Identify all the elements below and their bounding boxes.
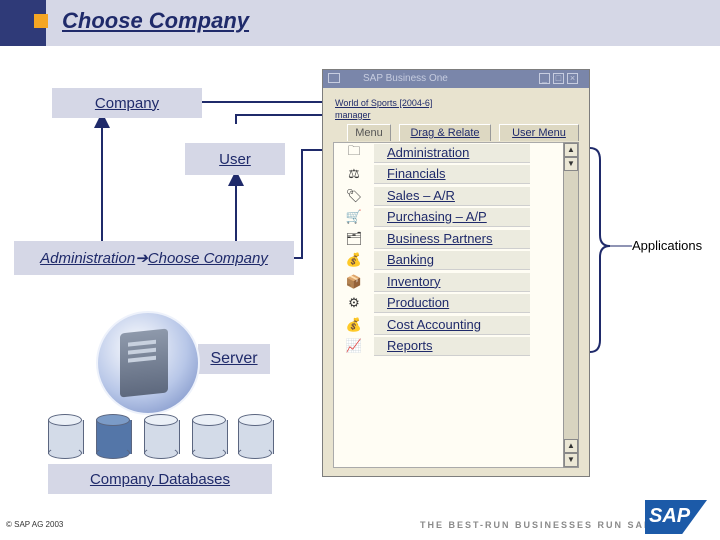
current-user-name[interactable]: manager <box>335 110 371 120</box>
company-databases-label: Company Databases <box>90 471 230 488</box>
trend-icon: 📈 <box>334 338 374 354</box>
menu-item-administration[interactable]: 🗀 Administration <box>334 143 530 163</box>
scroll-up-bottom-icon[interactable]: ▲ <box>564 439 578 453</box>
sap-window: SAP Business One _ □ × World of Sports [… <box>322 69 590 477</box>
scroll-down-icon[interactable]: ▼ <box>564 453 578 467</box>
database-icon <box>192 414 226 458</box>
menu-item-label: Administration <box>387 145 469 160</box>
scales-icon: ⚖ <box>334 166 374 182</box>
scroll-down-small-icon[interactable]: ▼ <box>564 157 578 171</box>
admin-to-window-line <box>294 150 322 258</box>
menu-item-financials[interactable]: ⚖ Financials <box>334 164 530 184</box>
scroll-up-icon[interactable]: ▲ <box>564 143 578 157</box>
menu-scrollbar[interactable]: ▲ ▼ ▲ ▼ <box>563 142 579 468</box>
tab-user-menu-label: User Menu <box>512 127 566 139</box>
admin-icon: 🗀 <box>334 142 374 164</box>
applications-label: Applications <box>632 238 702 253</box>
menu-item-inventory[interactable]: 📦 Inventory <box>334 272 530 292</box>
menu-item-label: Financials <box>387 166 446 181</box>
admin-path-suffix: Choose Company <box>148 250 268 267</box>
database-icon-selected <box>96 414 130 458</box>
window-title: SAP Business One <box>363 73 448 84</box>
user-label: User <box>219 151 251 168</box>
user-name-line <box>236 115 322 124</box>
tab-drag-relate-label: Drag & Relate <box>410 127 479 139</box>
menu-item-business-partners[interactable]: 🗂 Business Partners <box>334 229 530 249</box>
boxes-icon: 📦 <box>334 274 374 290</box>
cart-icon: 🛒 <box>334 209 374 225</box>
server-label-box: Server <box>198 344 270 374</box>
applications-brace <box>590 148 610 352</box>
menu-item-reports[interactable]: 📈 Reports <box>334 336 530 356</box>
menu-item-sales[interactable]: 🏷 Sales – A/R <box>334 186 530 206</box>
maximize-icon[interactable]: □ <box>553 73 564 84</box>
window-icon <box>328 73 340 83</box>
close-icon[interactable]: × <box>567 73 578 84</box>
server-label: Server <box>210 350 257 368</box>
minimize-icon[interactable]: _ <box>539 73 550 84</box>
menu-item-label: Inventory <box>387 274 440 289</box>
menu-item-label: Sales – A/R <box>387 188 455 203</box>
coins-icon: 💰 <box>334 252 374 268</box>
copyright-text: © SAP AG 2003 <box>6 520 63 529</box>
folder-icon: 🗂 <box>334 231 374 247</box>
menu-item-production[interactable]: ⚙ Production <box>334 293 530 313</box>
tag-icon: 🏷 <box>334 188 374 204</box>
tab-user-menu[interactable]: User Menu <box>499 124 579 141</box>
database-icon <box>238 414 272 458</box>
menu-item-label: Reports <box>387 338 433 353</box>
menu-item-cost-accounting[interactable]: 💰 Cost Accounting <box>334 315 530 335</box>
menu-item-purchasing[interactable]: 🛒 Purchasing – A/P <box>334 207 530 227</box>
menu-item-label: Business Partners <box>387 231 493 246</box>
company-databases-box: Company Databases <box>48 464 272 494</box>
user-label-box: User <box>185 143 285 175</box>
gears-icon: ⚙ <box>334 295 374 311</box>
menu-item-label: Purchasing – A/P <box>387 209 487 224</box>
menu-item-label: Banking <box>387 252 434 267</box>
tab-drag-relate[interactable]: Drag & Relate <box>399 124 491 141</box>
admin-path-box: Administration ➔Choose Company <box>14 241 294 275</box>
database-icon <box>48 414 82 458</box>
sap-logo-text: SAP <box>649 505 690 528</box>
tab-menu[interactable]: Menu <box>347 124 391 141</box>
stack-icon: 💰 <box>334 317 374 333</box>
company-label-box: Company <box>52 88 202 118</box>
admin-path-prefix: Administration <box>40 250 135 267</box>
sap-tagline: THE BEST-RUN BUSINESSES RUN SAP <box>420 520 652 530</box>
menu-item-label: Cost Accounting <box>387 317 481 332</box>
arrow-right-icon: ➔ <box>135 249 148 267</box>
server-tower-icon <box>120 328 168 397</box>
tab-menu-label: Menu <box>355 127 383 139</box>
menu-list: 🗀 Administration ⚖ Financials 🏷 Sales – … <box>333 142 573 468</box>
menu-item-label: Production <box>387 295 449 310</box>
menu-item-banking[interactable]: 💰 Banking <box>334 250 530 270</box>
company-label: Company <box>95 95 159 112</box>
database-icon <box>144 414 178 458</box>
current-company-name[interactable]: World of Sports [2004-6] <box>335 98 432 108</box>
server-image <box>96 311 200 415</box>
window-titlebar: SAP Business One _ □ × <box>323 70 589 88</box>
